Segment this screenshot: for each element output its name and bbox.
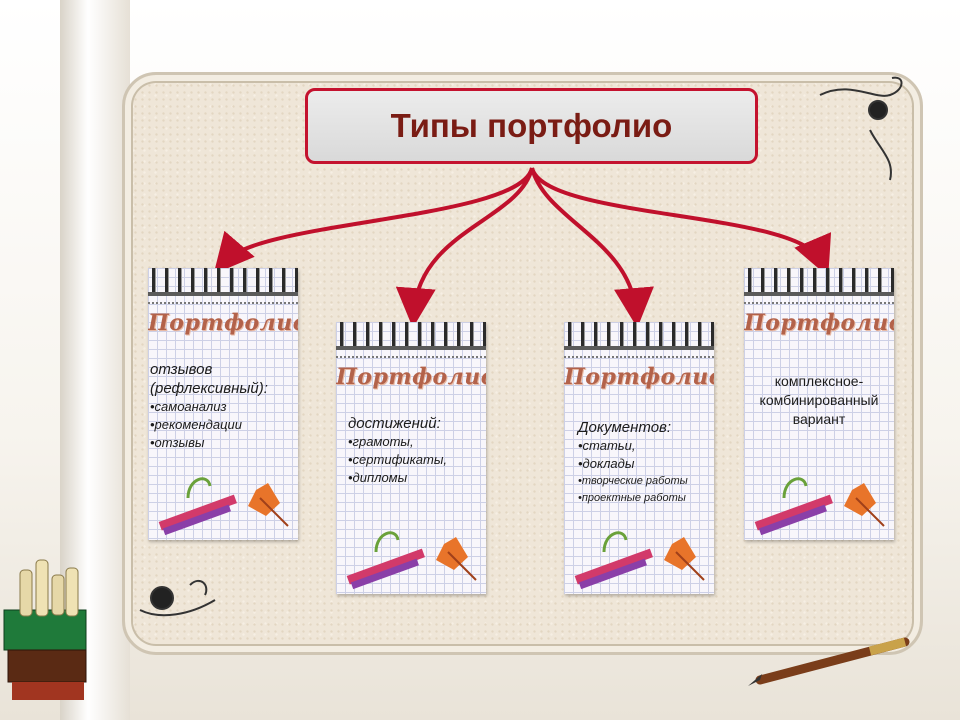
books-scrolls-illustration [3, 559, 87, 700]
list-item: •отзывы [150, 435, 205, 450]
list-item: •сертификаты, [348, 452, 448, 467]
list-item: •статьи, [578, 438, 636, 453]
portfolio-pad-achievements: Портфолио достижений: •грамоты, •сертифи… [336, 322, 486, 594]
spiral-binding [744, 268, 894, 292]
pad-heading: Документов: [578, 419, 672, 436]
pad-heading: отзывов (рефлексивный): [150, 361, 268, 397]
list-item: •проектные работы [578, 492, 686, 504]
list-item: •рекомендации [150, 417, 242, 432]
arrow-to-pad-3 [530, 167, 654, 328]
spiral-binding [336, 322, 486, 346]
pad-title: Портфолио [336, 364, 486, 390]
pen-illustration [748, 637, 910, 686]
corner-flourish-top-right [819, 76, 903, 181]
spiral-binding [148, 268, 298, 292]
pad-title: Портфолио [148, 310, 298, 336]
list-item: •самоанализ [150, 399, 227, 414]
pencils-leaf-decoration [574, 531, 705, 590]
arrow-to-pad-4 [530, 167, 831, 277]
pad-title: Портфолио [564, 364, 714, 390]
title-box: Типы портфолио [305, 88, 758, 164]
arrow-to-pad-1 [213, 167, 534, 275]
portfolio-pad-reviews: Портфолио отзывов (рефлексивный): •самоа… [148, 268, 298, 540]
list-item: •дипломы [348, 470, 408, 485]
corner-flourish-bottom-left [139, 579, 216, 617]
list-item: •грамоты, [348, 434, 414, 449]
pencils-leaf-decoration [754, 477, 885, 536]
portfolio-pad-documents: Портфолио Документов: •статьи, •доклады … [564, 322, 714, 594]
pad-title: Портфолио [744, 310, 894, 336]
pencils-leaf-decoration [158, 477, 289, 536]
pad-heading: комплексное-комбинированный вариант [759, 373, 879, 427]
arrow-to-pad-2 [395, 167, 534, 328]
spiral-binding [564, 322, 714, 346]
pencils-leaf-decoration [346, 531, 477, 590]
portfolio-pad-complex: Портфолио комплексное-комбинированный ва… [744, 268, 894, 540]
diagram-title: Типы портфолио [390, 107, 673, 144]
list-item: •творческие работы [578, 475, 688, 487]
list-item: •доклады [578, 456, 635, 471]
pad-heading: достижений: [348, 415, 441, 432]
